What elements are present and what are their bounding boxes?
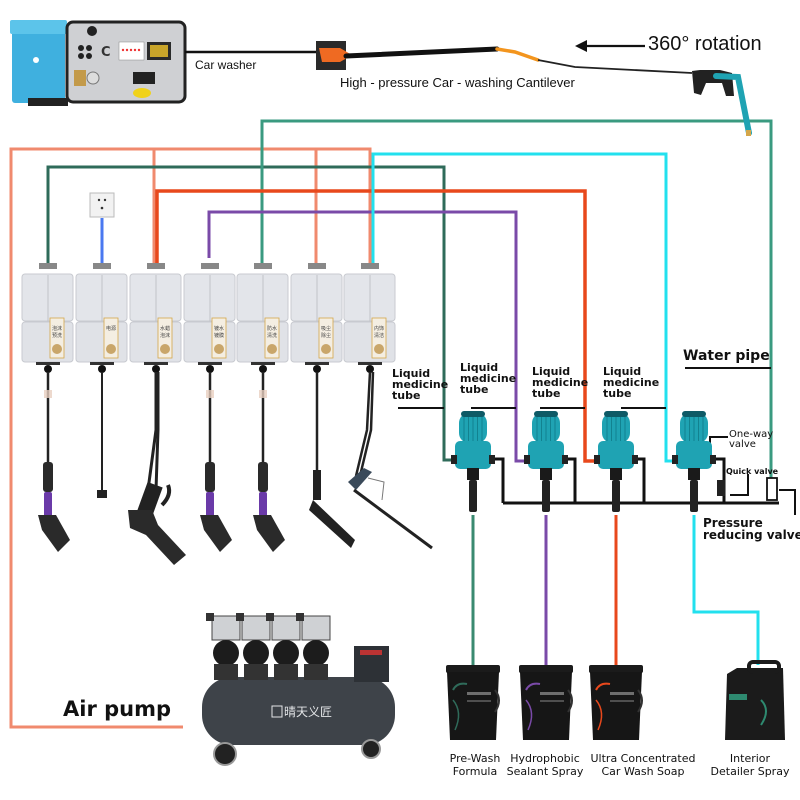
liquid-tube-label-1: Liquid medicine tube [392,367,449,402]
water-pipe-label: Water pipe [683,348,770,364]
power-socket [89,192,115,218]
svg-text:C: C [101,45,111,60]
pressure-reducing-valve [766,477,778,501]
water-tank [10,20,68,106]
product-bucket [589,665,643,740]
hose-power[interactable] [97,372,107,498]
hose-foam-gun-purple[interactable] [200,372,232,552]
hose-air-blow-gun[interactable] [309,372,355,548]
hose-foam-gun-purple[interactable] [38,372,70,552]
unit-name-label: 水蜡 [160,325,170,332]
cantilever-label: High - pressure Car - washing Cantilever [340,75,575,90]
unit-name-label: 镀水 [214,325,224,332]
unit-name-label: 清洁 [374,332,384,339]
rotation-label: 360° rotation [648,33,762,55]
compressor-brand: 晴天义匠 [284,705,332,719]
unit-name-label: 镀膜 [214,332,224,339]
prv-outlet [779,489,796,515]
cantilever-mount [316,41,352,70]
product-label-interior: Interior Detailer Spray [710,752,790,778]
hose-reel-icon [98,365,106,373]
one-way-valve-label: One-way valve [729,429,774,450]
one-way-valve [717,480,725,496]
unit-name-label: 泡沫 [52,325,62,332]
compressor-head [206,613,241,680]
unit-name-label: 清洗 [267,332,277,339]
unit-name-label: 除尘 [321,332,331,339]
pipe-car-wash-soap [155,189,598,463]
unit-name-label: 泡沫 [160,332,170,339]
product-bucket [446,665,500,740]
product-label-sealant: Hydrophobic Sealant Spray [506,752,584,778]
feed-interior [692,515,760,665]
rotation-arrow [575,40,645,52]
air-line-pipe [9,147,372,729]
unit-name-label: 吸尘 [321,325,331,332]
liquid-tube-label-2: Liquid medicine tube [460,361,517,396]
unit-name-label: 预洗 [52,332,62,339]
leader-quick [730,474,749,496]
dosing-pump[interactable] [451,411,495,512]
cantilever-arm [343,46,693,74]
hose-reel-icon [313,365,321,373]
unit-name-label: 防水 [267,325,277,332]
water-pipe [260,119,773,500]
product-label-prewash: Pre-Wash Formula [449,752,501,778]
compressor-head [266,613,301,680]
hose-reel-icon [152,365,160,373]
dispenser-unit[interactable]: 电源 [75,263,128,373]
unit-name-label: 内饰 [374,325,384,332]
product-bucket [519,665,573,740]
air-compressor: 晴天义匠 [202,613,395,766]
car-washer-label: Car washer [195,58,257,72]
spray-gun [692,70,752,136]
quick-valve-label: Quick valve [726,467,779,476]
hose-reel-icon [366,365,374,373]
unit-name-label: 电源 [106,325,116,332]
liquid-tube-label-4: Liquid medicine tube [603,365,660,400]
dosing-pump[interactable] [672,411,716,512]
pipe-interior [371,152,680,463]
leader-one-way [709,436,728,452]
air-pump-label: Air pump [63,697,172,721]
hose-reel-icon [259,365,267,373]
hose-reel-icon [44,365,52,373]
hose-reel-icon [206,365,214,373]
dosing-pump[interactable] [524,411,568,512]
liquid-tube-label-3: Liquid medicine tube [532,365,589,400]
product-jug [725,660,785,740]
hose-foam-gun-purple[interactable] [253,372,285,552]
pressure-reducing-valve-label: Pressure reducing valve [703,516,800,542]
compressor-head [236,613,271,680]
car-washer-machine: C [65,20,187,104]
dosing-pump[interactable] [594,411,638,512]
pipe-sealant [207,210,530,463]
compressor-head [296,613,331,680]
hose-spray-gun[interactable] [348,371,433,550]
hose-wax-foam-gun[interactable] [128,372,186,565]
product-label-soap: Ultra Concentrated Car Wash Soap [590,752,696,778]
